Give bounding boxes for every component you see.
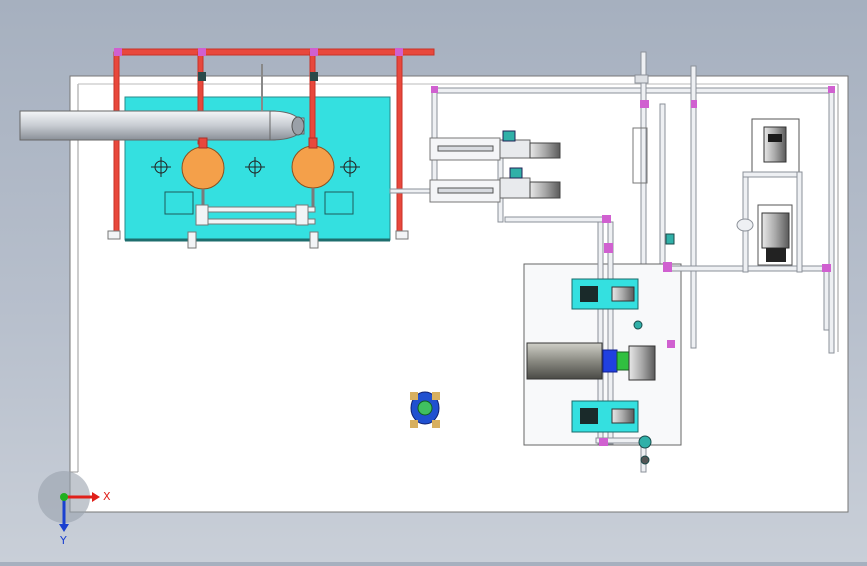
- vessel-right[interactable]: [291, 137, 335, 212]
- x-axis-arrowhead: [92, 492, 100, 502]
- main-motor[interactable]: [526, 342, 656, 381]
- gauge-icons: [151, 157, 360, 177]
- x-axis-label: X: [103, 490, 111, 503]
- tank-manifold[interactable]: [107, 204, 409, 249]
- right-pipes[interactable]: [736, 171, 830, 331]
- axis-triad: X Y: [38, 471, 111, 547]
- vertical-pump-lower[interactable]: [757, 204, 793, 266]
- heat-exchanger-lower[interactable]: [429, 167, 561, 203]
- instrument-cluster[interactable]: [633, 233, 675, 465]
- y-axis-arrowhead: [59, 524, 69, 532]
- cyan-pump-upper[interactable]: [571, 278, 639, 310]
- riser-pipes[interactable]: [632, 51, 697, 473]
- operator-figure: [410, 391, 440, 428]
- cyan-pump-lower[interactable]: [571, 400, 639, 433]
- valve-markers[interactable]: [431, 86, 835, 446]
- exhaust-duct[interactable]: [19, 64, 305, 141]
- heat-exchanger-upper[interactable]: [429, 130, 561, 161]
- vessel-left[interactable]: [181, 137, 225, 212]
- y-axis-label: Y: [59, 534, 67, 547]
- origin-dot: [60, 493, 68, 501]
- vertical-pump-upper[interactable]: [751, 118, 800, 175]
- header-valves[interactable]: [198, 72, 318, 81]
- pipe-junctions: [114, 48, 403, 56]
